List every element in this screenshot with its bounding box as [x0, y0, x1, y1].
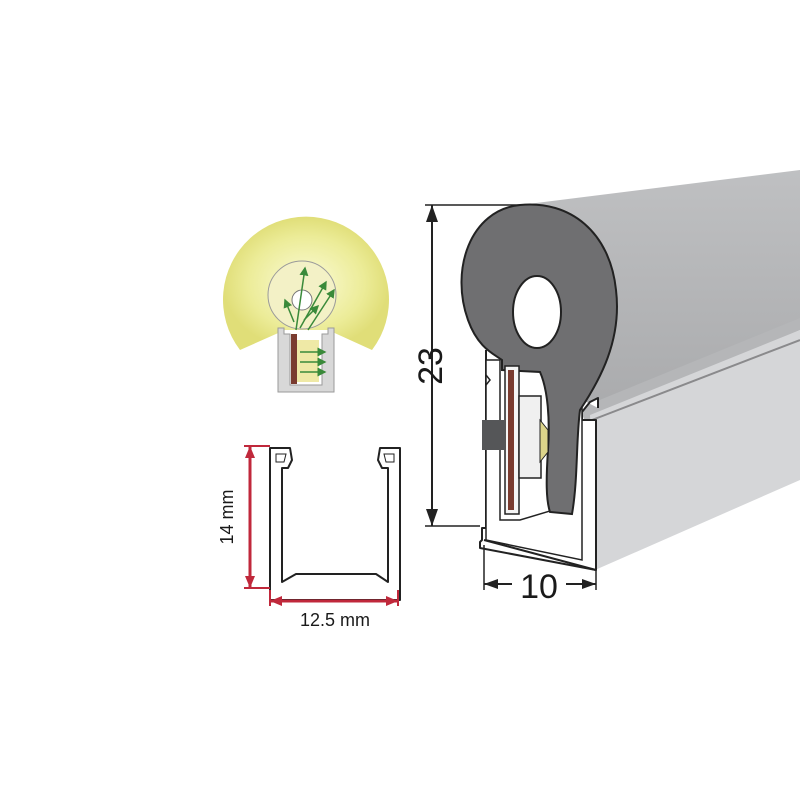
- channel-width-dimension: [269, 590, 399, 606]
- light-emission-icon: [222, 216, 390, 393]
- profile-height-dimension: [425, 204, 520, 527]
- channel-height-label: 14 mm: [217, 489, 237, 544]
- neon-profile-3d-icon: [460, 170, 800, 571]
- profile-height-label: 23: [412, 347, 450, 385]
- profile-width-label: 10: [520, 568, 558, 606]
- profile-width-dimension: [483, 545, 597, 590]
- aluminum-channel-icon: [269, 447, 401, 601]
- channel-width-label: 12.5 mm: [300, 610, 370, 630]
- channel-height-dimension: [244, 445, 270, 589]
